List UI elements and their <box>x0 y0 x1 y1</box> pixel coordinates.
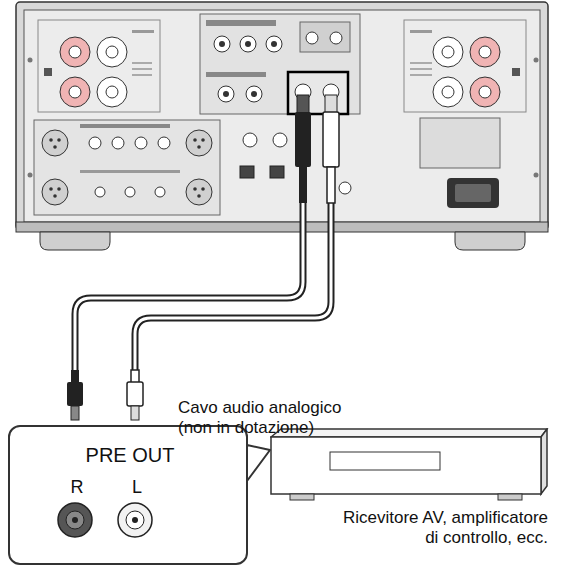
channel-label: R <box>71 477 84 499</box>
receiver-illustration <box>270 428 550 504</box>
channel-label: L <box>132 477 142 499</box>
cable-label: Cavo audio analogico (non in dotazione) <box>178 398 353 439</box>
callout-pointer <box>247 445 270 481</box>
device-box: Ricevitore AV, amplificatore di controll… <box>270 428 550 553</box>
port-heading: PRE OUT <box>10 443 250 467</box>
device-caption: Ricevitore AV, amplificatore di controll… <box>330 508 548 549</box>
callout-box: PRE OUT R L <box>8 425 248 565</box>
